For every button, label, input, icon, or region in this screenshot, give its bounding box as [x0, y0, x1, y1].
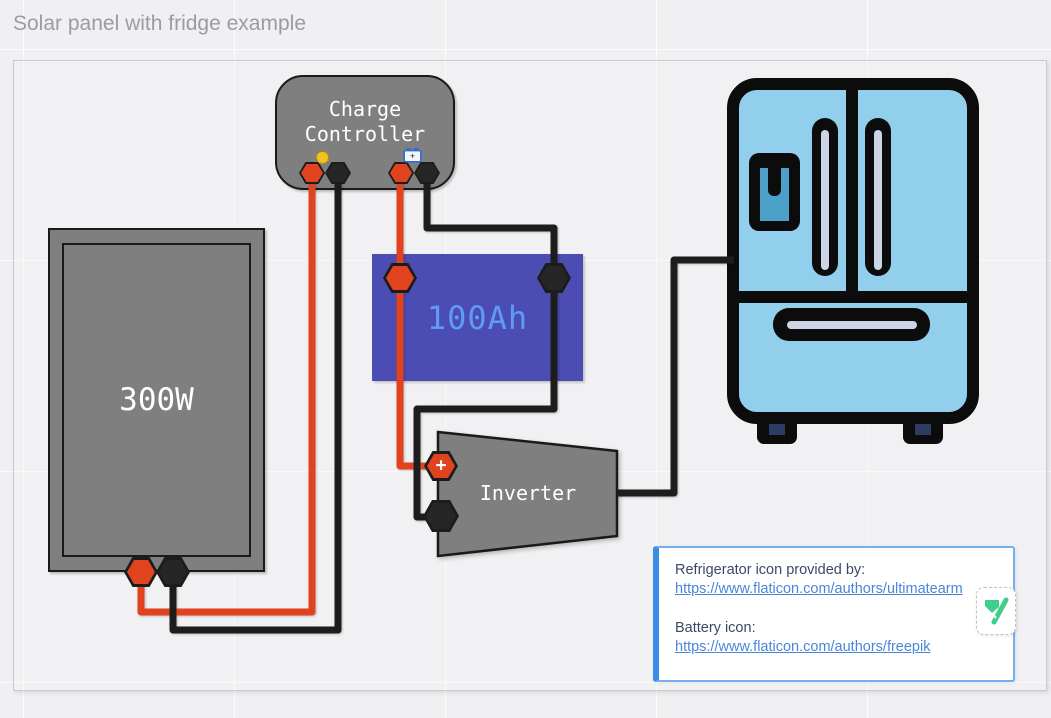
- solar-panel-label: 300W: [119, 382, 194, 418]
- inverter-positive-terminal-label: +: [435, 455, 447, 476]
- fridge-drawer-handle: [773, 308, 930, 341]
- battery-negative-terminal[interactable]: [537, 263, 571, 293]
- battery-label: 100Ah: [426, 298, 529, 337]
- battery-credit-link[interactable]: https://www.flaticon.com/authors/freepik: [675, 639, 931, 655]
- controller-pv-negative-terminal[interactable]: [325, 162, 351, 184]
- wire-pv-negative[interactable]: [169, 180, 342, 634]
- wire-battery-negative[interactable]: [413, 180, 558, 521]
- battery-credit-text: Battery icon:: [675, 620, 756, 636]
- sun-icon[interactable]: [316, 151, 329, 164]
- refrigerator-credit-text: Refrigerator icon provided by:: [675, 562, 866, 578]
- solar-panel-shape[interactable]: 300W: [48, 228, 265, 572]
- wire-pv-positive[interactable]: [137, 180, 316, 616]
- fridge-door-handles: [812, 118, 891, 276]
- refrigerator-credit-link[interactable]: https://www.flaticon.com/authors/ultimat…: [675, 581, 963, 597]
- battery-icon[interactable]: +: [403, 147, 422, 163]
- flaticon-badge[interactable]: [976, 587, 1016, 635]
- panel-positive-terminal[interactable]: [124, 557, 158, 587]
- refrigerator-icon[interactable]: [727, 78, 979, 450]
- charge-controller-label-line1: Charge: [328, 97, 402, 121]
- fridge-water-dispenser: [749, 153, 800, 231]
- wire-inverter-to-fridge[interactable]: [617, 256, 734, 497]
- flaticon-logo-icon: [985, 597, 1009, 625]
- inverter-label: Inverter: [479, 481, 577, 505]
- charge-controller-label-line2: Controller: [304, 122, 426, 146]
- svg-text:+: +: [410, 152, 415, 161]
- attribution-note[interactable]: Refrigerator icon provided by: https://w…: [653, 546, 1015, 682]
- controller-batt-positive-terminal[interactable]: [388, 162, 414, 184]
- controller-batt-negative-terminal[interactable]: [414, 162, 440, 184]
- panel-negative-terminal[interactable]: [156, 557, 190, 587]
- controller-pv-positive-terminal[interactable]: [299, 162, 325, 184]
- page-title: Solar panel with fridge example: [13, 12, 306, 35]
- solar-panel-inner-frame: [62, 243, 251, 557]
